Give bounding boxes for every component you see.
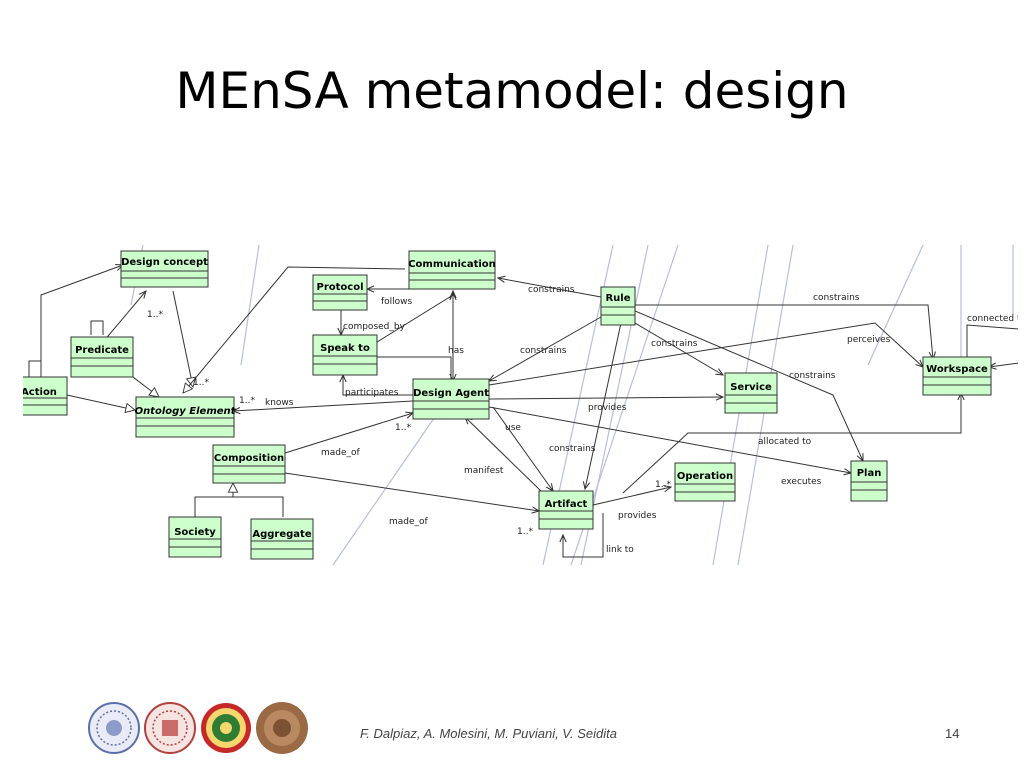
svg-text:use: use [505, 423, 521, 433]
svg-text:participates: participates [345, 388, 399, 398]
svg-text:Society: Society [174, 527, 216, 538]
node-rule: Rule [600, 286, 636, 326]
svg-text:provides: provides [618, 511, 657, 521]
node-plan: Plan [850, 460, 888, 502]
svg-text:has: has [448, 346, 464, 356]
node-predicate: Predicate [70, 336, 134, 378]
svg-text:constrains: constrains [520, 346, 567, 356]
svg-text:1..*: 1..* [147, 310, 163, 320]
svg-text:constrains: constrains [813, 293, 860, 303]
svg-text:constrains: constrains [651, 339, 698, 349]
svg-text:Artifact: Artifact [545, 499, 588, 510]
association-labels: follows composed_by has participates kno… [147, 285, 1018, 555]
node-communication: Communication [408, 250, 496, 290]
svg-text:Operation: Operation [677, 471, 733, 482]
node-service: Service [724, 372, 778, 414]
svg-text:provides: provides [588, 403, 627, 413]
svg-text:Composition: Composition [214, 453, 284, 464]
svg-text:Workspace: Workspace [926, 364, 988, 375]
svg-text:Design Agent: Design Agent [413, 388, 489, 399]
node-society: Society [168, 516, 222, 558]
svg-text:follows: follows [381, 297, 413, 307]
node-composition: Composition [212, 444, 286, 484]
node-aggregate: Aggregate [250, 518, 314, 560]
university-seal-blue-icon [88, 702, 140, 754]
university-seal-bronze-icon [256, 702, 308, 754]
svg-text:Service: Service [730, 382, 772, 393]
svg-text:connected to: connected to [967, 314, 1018, 324]
svg-text:manifest: manifest [464, 466, 504, 476]
svg-text:knows: knows [265, 398, 294, 408]
node-workspace: Workspace [922, 356, 992, 396]
svg-text:Design concept: Design concept [121, 257, 208, 268]
svg-text:made_of: made_of [321, 448, 361, 458]
svg-text:executes: executes [781, 477, 822, 487]
page-number: 14 [945, 726, 960, 741]
node-ontology-element: Ontology Element [135, 396, 237, 438]
svg-text:Protocol: Protocol [316, 282, 363, 293]
svg-text:constrains: constrains [549, 444, 596, 454]
svg-text:1..*: 1..* [655, 480, 671, 490]
node-speak-to: Speak to [312, 334, 378, 376]
node-design-agent: Design Agent [412, 378, 490, 420]
uml-class-diagram: Design concept Communication Protocol Ru… [23, 245, 1018, 565]
svg-text:link to: link to [606, 545, 634, 555]
node-artifact: Artifact [538, 490, 594, 530]
svg-text:Communication: Communication [408, 259, 496, 270]
svg-text:Plan: Plan [857, 468, 882, 479]
node-action: Action [23, 376, 68, 416]
svg-text:Rule: Rule [605, 293, 630, 304]
svg-text:1..*: 1..* [517, 527, 533, 537]
svg-text:constrains: constrains [789, 371, 836, 381]
svg-text:Aggregate: Aggregate [252, 529, 311, 540]
svg-text:1..*: 1..* [193, 378, 209, 388]
svg-text:made_of: made_of [389, 517, 429, 527]
svg-text:allocated to: allocated to [758, 437, 812, 447]
svg-text:Speak to: Speak to [320, 343, 370, 354]
node-protocol: Protocol [312, 274, 368, 311]
node-operation: Operation [674, 462, 736, 502]
slide-title: MEnSA metamodel: design [175, 62, 849, 120]
svg-text:composed_by: composed_by [343, 322, 406, 332]
university-logos [88, 700, 310, 756]
svg-text:1..*: 1..* [395, 423, 411, 433]
svg-text:constrains: constrains [528, 285, 575, 295]
svg-text:1..*: 1..* [239, 396, 255, 406]
svg-text:Action: Action [23, 387, 57, 398]
node-design-concept: Design concept [120, 250, 209, 288]
svg-text:Predicate: Predicate [75, 345, 129, 356]
footer-authors: F. Dalpiaz, A. Molesini, M. Puviani, V. … [360, 726, 617, 741]
svg-text:perceives: perceives [847, 335, 891, 345]
svg-text:Ontology Element: Ontology Element [135, 406, 237, 417]
university-seal-red-icon [144, 702, 196, 754]
connectors [28, 265, 1018, 558]
university-seal-green-gold-icon [201, 703, 251, 753]
